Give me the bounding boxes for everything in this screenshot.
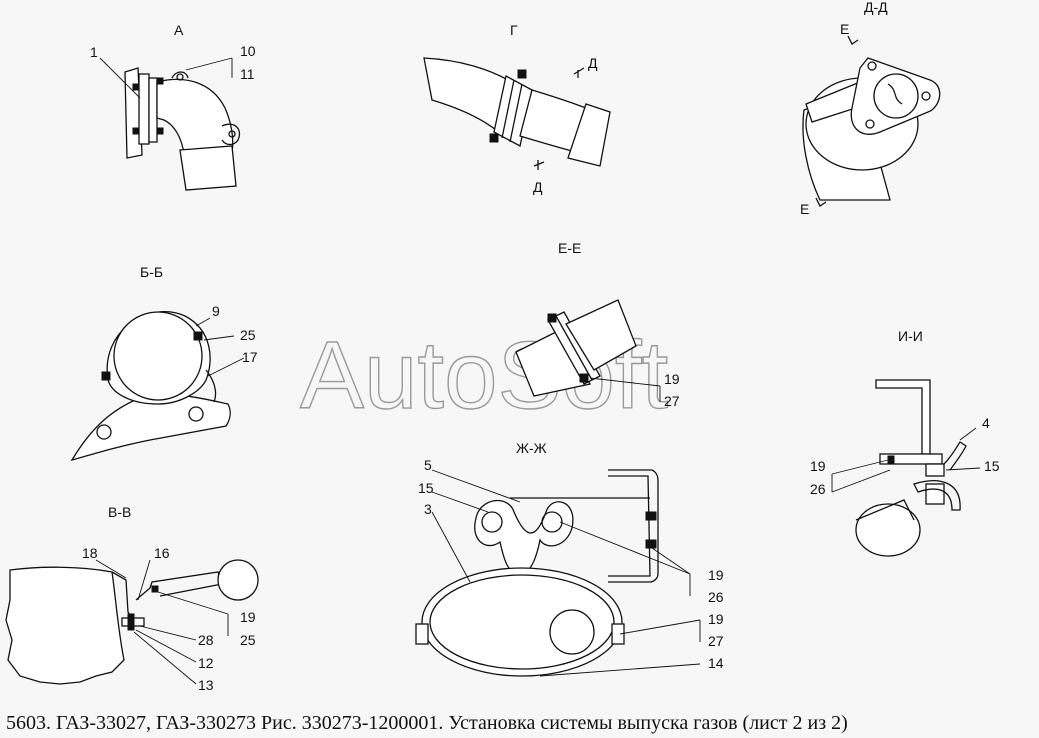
- view-g-title: Г: [510, 22, 518, 38]
- callout-11: 11: [240, 66, 255, 82]
- callout-15-zh: 15: [418, 480, 434, 496]
- callout-15-ii: 15: [984, 458, 1000, 474]
- callout-1: 1: [90, 44, 98, 60]
- mark-e-bottom: Е: [800, 201, 809, 217]
- callout-10: 10: [240, 43, 256, 59]
- view-vv-title: В-В: [108, 504, 131, 520]
- callout-19-vv: 19: [240, 609, 256, 625]
- callout-27-zh: 27: [708, 633, 724, 649]
- view-vv: В-В 18 16 19 25 28 12 13: [5, 504, 259, 693]
- callout-16: 16: [154, 545, 170, 561]
- view-ii: И-И 4 15 19 26: [810, 328, 1000, 557]
- mark-e-top: Е: [840, 21, 849, 37]
- callout-26-ii: 26: [810, 481, 826, 497]
- mark-d-top: Д: [588, 55, 598, 71]
- callout-17: 17: [242, 349, 258, 365]
- callout-3: 3: [424, 501, 432, 517]
- exhaust-system-drawing: AutoSoft А 1 10 11 Г Д Д: [5, 0, 1000, 693]
- view-zhzh-title: Ж-Ж: [516, 440, 547, 456]
- callout-12: 12: [198, 655, 214, 671]
- view-a: А 1 10 11: [90, 22, 256, 191]
- view-bb-title: Б-Б: [140, 264, 163, 280]
- callout-9: 9: [212, 303, 220, 319]
- callout-19-ee: 19: [664, 371, 680, 387]
- callout-19-zh-bottom: 19: [708, 611, 724, 627]
- view-g: Г Д Д: [423, 22, 611, 195]
- callout-27-ee: 27: [664, 393, 680, 409]
- callout-5: 5: [424, 457, 432, 473]
- view-ee: Е-Е 19 27: [515, 240, 680, 409]
- mark-d-bottom: Д: [533, 179, 543, 195]
- callout-26-zh: 26: [708, 589, 724, 605]
- callout-25-bb: 25: [240, 327, 256, 343]
- callout-19-ii: 19: [810, 458, 826, 474]
- callout-13: 13: [198, 677, 214, 693]
- view-dd: Д-Д Е Е: [800, 0, 941, 217]
- view-bb: Б-Б 9 25 17: [70, 264, 258, 462]
- callout-14: 14: [708, 655, 724, 671]
- callout-28: 28: [198, 632, 214, 648]
- view-dd-title: Д-Д: [864, 0, 888, 15]
- figure-caption: 5603. ГАЗ-33027, ГАЗ-330273 Рис. 330273-…: [6, 712, 848, 734]
- callout-25-vv: 25: [240, 632, 256, 648]
- callout-4: 4: [982, 415, 990, 431]
- view-ee-title: Е-Е: [558, 240, 581, 256]
- view-ii-title: И-И: [898, 328, 923, 344]
- callout-18: 18: [82, 545, 98, 561]
- view-zhzh: Ж-Ж 5 15 3 19 26 19 27 14: [415, 440, 724, 677]
- view-a-title: А: [174, 22, 184, 38]
- callout-19-zh-top: 19: [708, 567, 724, 583]
